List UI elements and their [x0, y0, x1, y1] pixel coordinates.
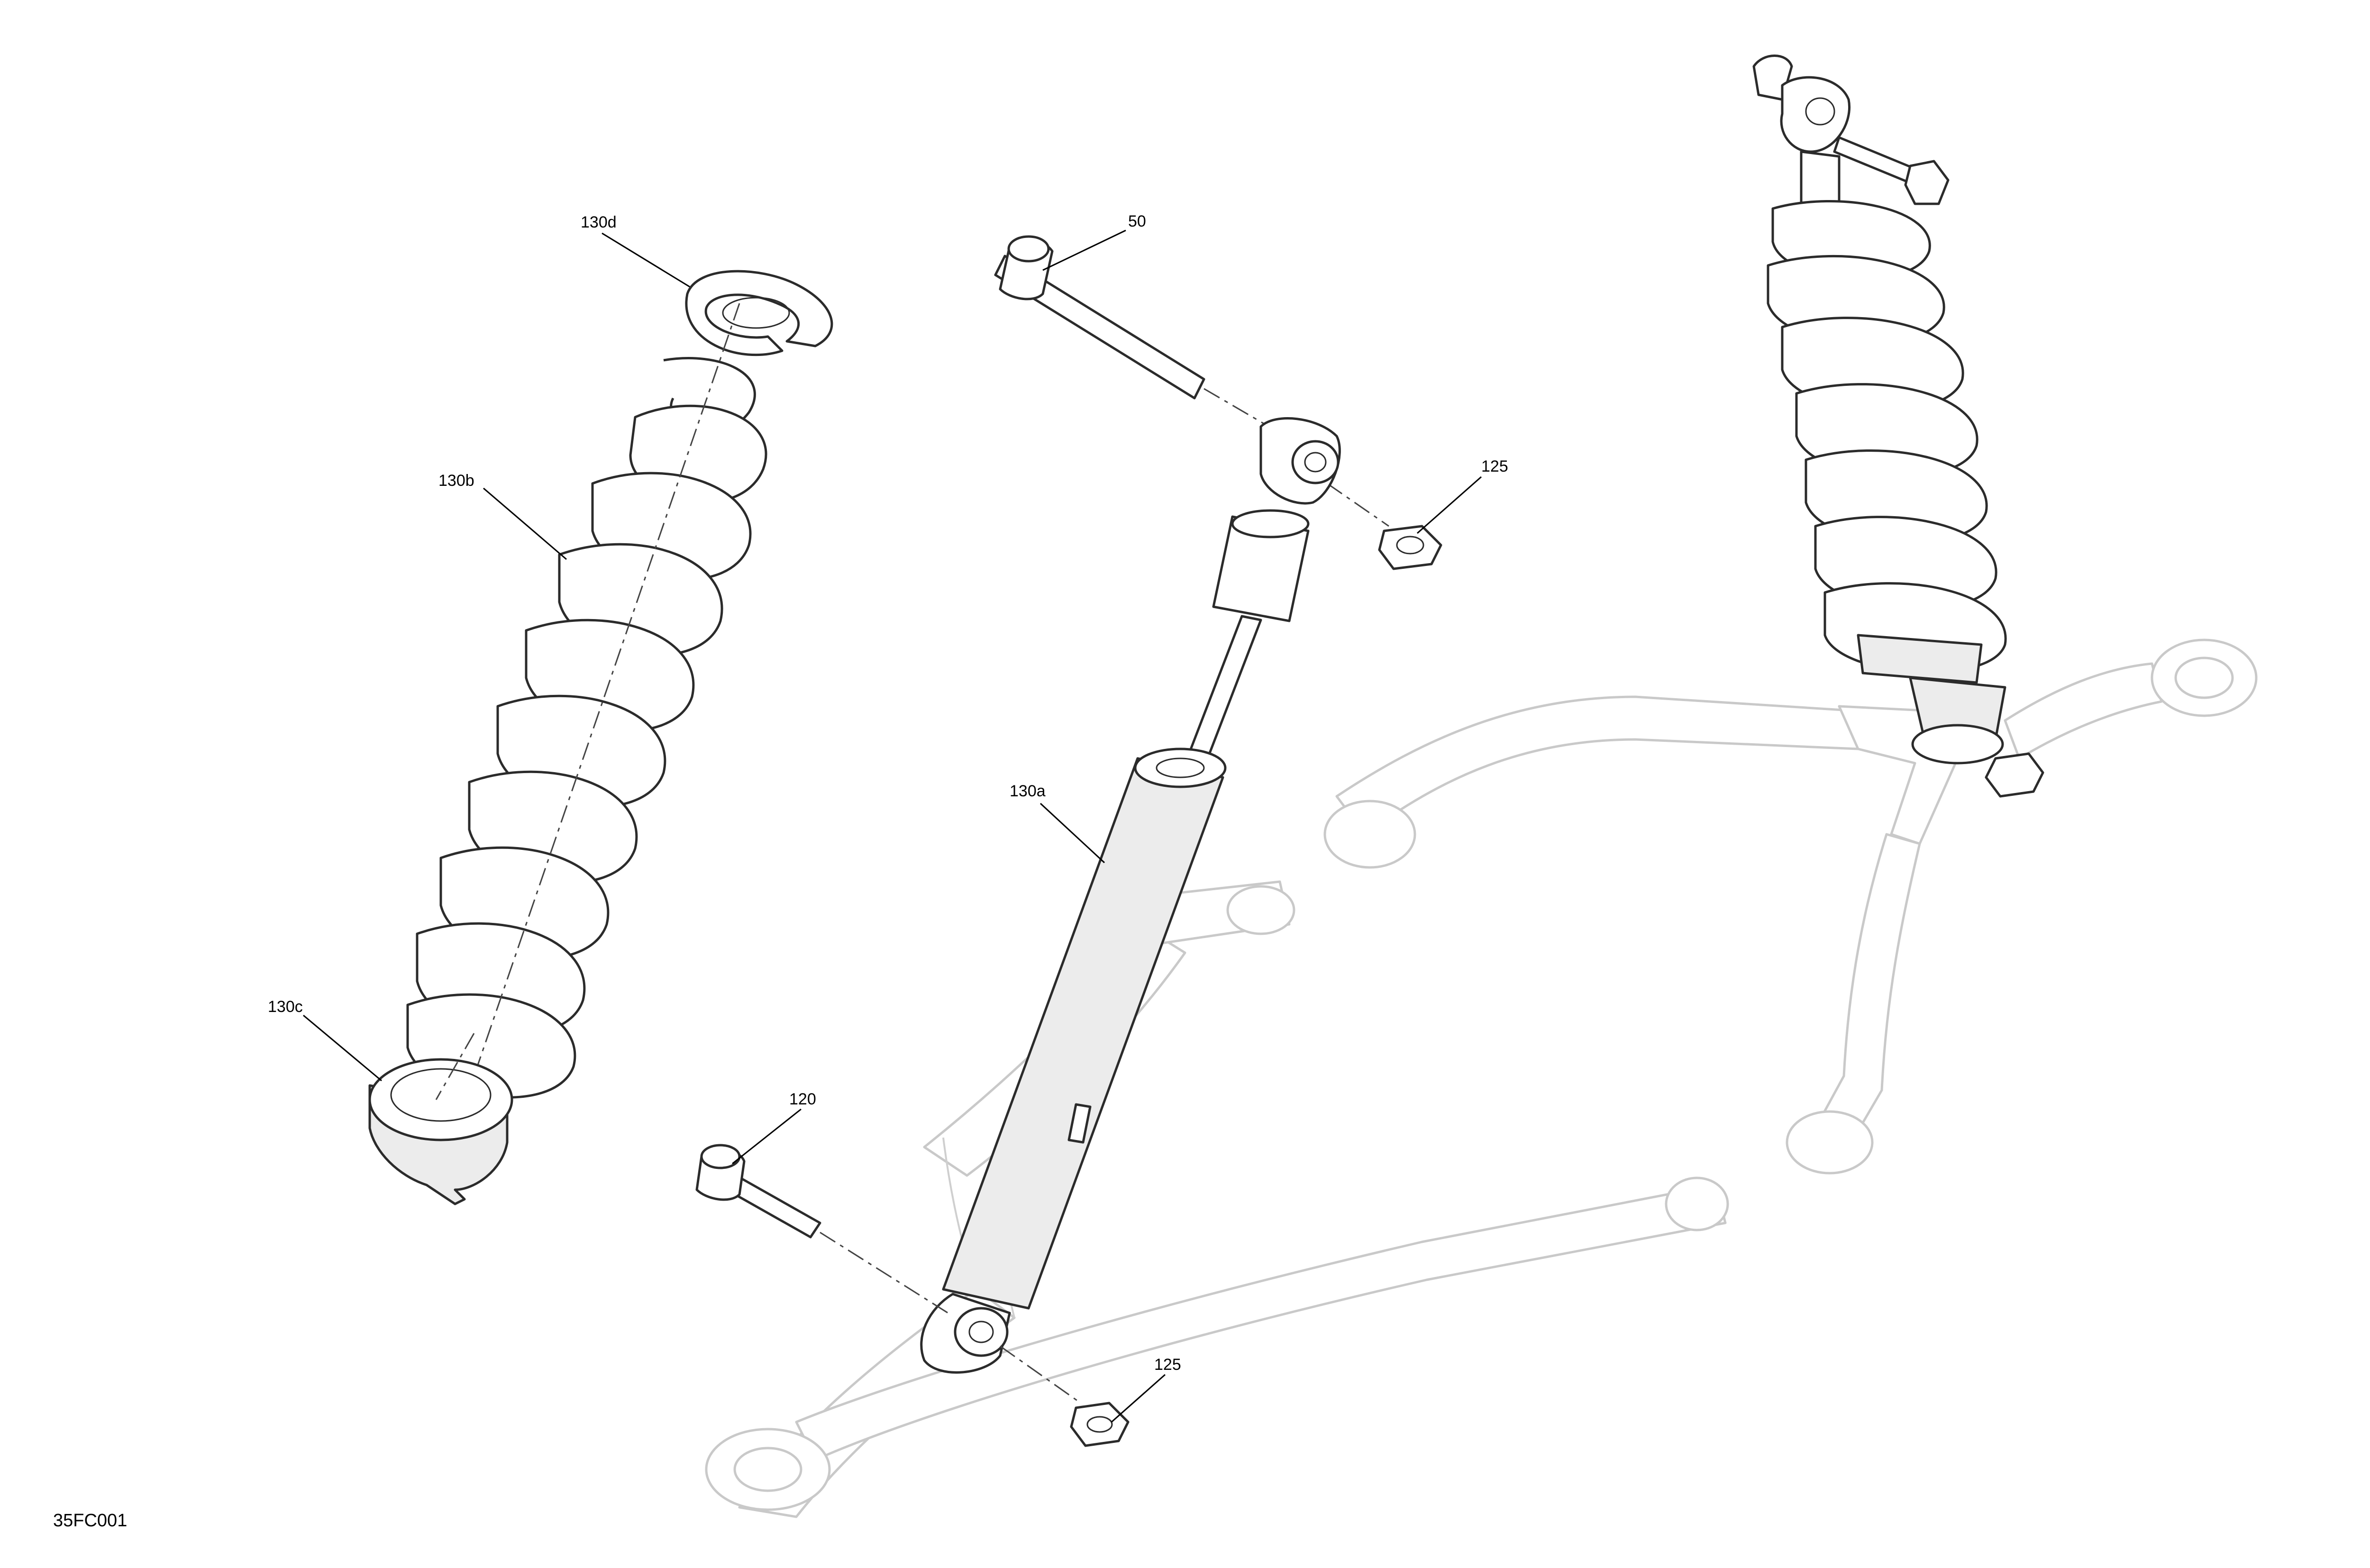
bolt-120 [695, 1144, 948, 1314]
callout-130a: 130a [1010, 782, 1046, 800]
nut-125-bottom [1000, 1345, 1130, 1447]
assembled-shock [1752, 55, 2044, 798]
callout-130d: 130d [581, 213, 617, 231]
ghost-a-arm-right [1323, 638, 2258, 1175]
callout-125-bottom: 125 [1154, 1356, 1181, 1374]
callout-50: 50 [1128, 212, 1146, 230]
nut-125-top [1327, 483, 1442, 570]
spring-seat-130c [368, 1033, 513, 1205]
bolt-50 [994, 235, 1318, 456]
callout-120: 120 [789, 1090, 816, 1108]
coil-spring-130b [406, 303, 767, 1099]
shock-absorber-130a [920, 417, 1341, 1374]
callout-leaders [303, 229, 1482, 1423]
spring-retainer-130d [685, 270, 833, 356]
callout-130c: 130c [268, 998, 303, 1016]
ghost-a-arm-left [705, 880, 1729, 1518]
callout-125-top: 125 [1481, 457, 1508, 475]
callout-130b: 130b [438, 472, 474, 490]
figure-id: 35FC001 [53, 1511, 127, 1531]
